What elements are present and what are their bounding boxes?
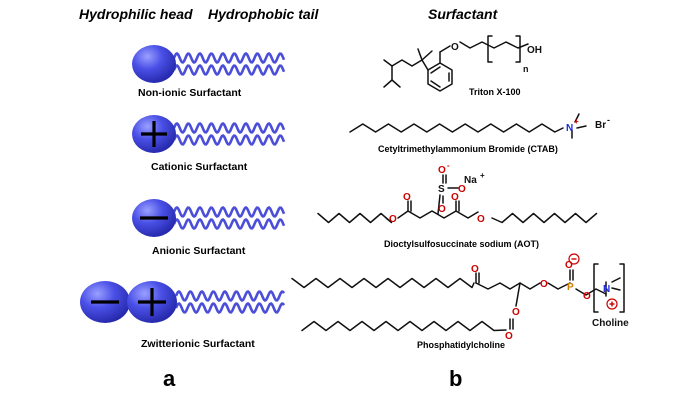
pc-positive-charge-icon [606,298,618,310]
triton-n-subscript: n [523,64,529,74]
nonionic-head [132,45,176,83]
plus-icon [138,288,166,316]
tail-wave [172,63,286,77]
aot-o-atom: O [451,192,459,203]
tail-wave [172,205,286,219]
pc-o-atom: O [505,331,513,342]
aot-na-charge: + [480,171,485,180]
panel-label-b: b [449,366,463,391]
ctab-structure [349,113,587,139]
aot-structure [317,174,598,224]
triton-oh-label: OH [527,45,542,56]
pc-n-atom: N [603,284,610,295]
cationic-label: Cationic Surfactant [151,161,248,173]
aot-o-minus-charge: - [447,161,450,170]
aot-o-atom: O [458,184,466,195]
phosphatidylcholine-structure [291,263,625,332]
plus-icon [141,121,167,147]
aot-label: Dioctylsulfosuccinate sodium (AOT) [384,239,540,249]
header-hydrophilic-head: Hydrophilic head [79,6,193,22]
triton-label: Triton X-100 [469,87,521,97]
pc-negative-charge-icon [568,253,580,265]
pc-o-atom: O [471,264,479,275]
tail-wave [174,301,286,315]
tail-wave [172,133,286,147]
anionic-label: Anionic Surfactant [152,245,246,257]
hydrophobic-tails [172,51,286,315]
header-surfactant: Surfactant [428,6,498,22]
ctab-br-label: Br [595,120,606,131]
panel-label-a: a [163,366,176,391]
header-hydrophobic-tail: Hydrophobic tail [208,6,319,22]
triton-x100-structure [383,35,529,92]
aot-s-atom: S [438,184,445,195]
ctab-n-charge: + [574,117,579,126]
pc-o-minus: O [565,260,573,271]
tail-wave [172,121,286,135]
aot-o-atom: O [403,192,411,203]
tail-wave [172,217,286,231]
pc-o-atom: O [512,307,520,318]
tail-wave [174,289,286,303]
ctab-br-charge: - [607,115,610,125]
nonionic-label: Non-ionic Surfactant [138,87,242,99]
aot-o-atom: O [389,214,397,225]
zwitterionic-label: Zwitterionic Surfactant [141,338,255,350]
aot-o-atom: O [477,214,485,225]
pc-p-atom: P [567,282,574,293]
triton-o-atom: O [451,42,459,53]
choline-label: Choline [592,318,629,329]
pc-o-atom: O [583,291,591,302]
phosphatidylcholine-label: Phosphatidylcholine [417,340,506,350]
ctab-n-atom: N [566,123,573,134]
tail-wave [172,51,286,65]
pc-o-atom: O [540,279,548,290]
aot-o-minus: O [438,165,446,176]
aot-o-atom: O [438,204,446,215]
ctab-label: Cetyltrimethylammonium Bromide (CTAB) [378,144,558,154]
aot-na-label: Na [464,175,477,186]
